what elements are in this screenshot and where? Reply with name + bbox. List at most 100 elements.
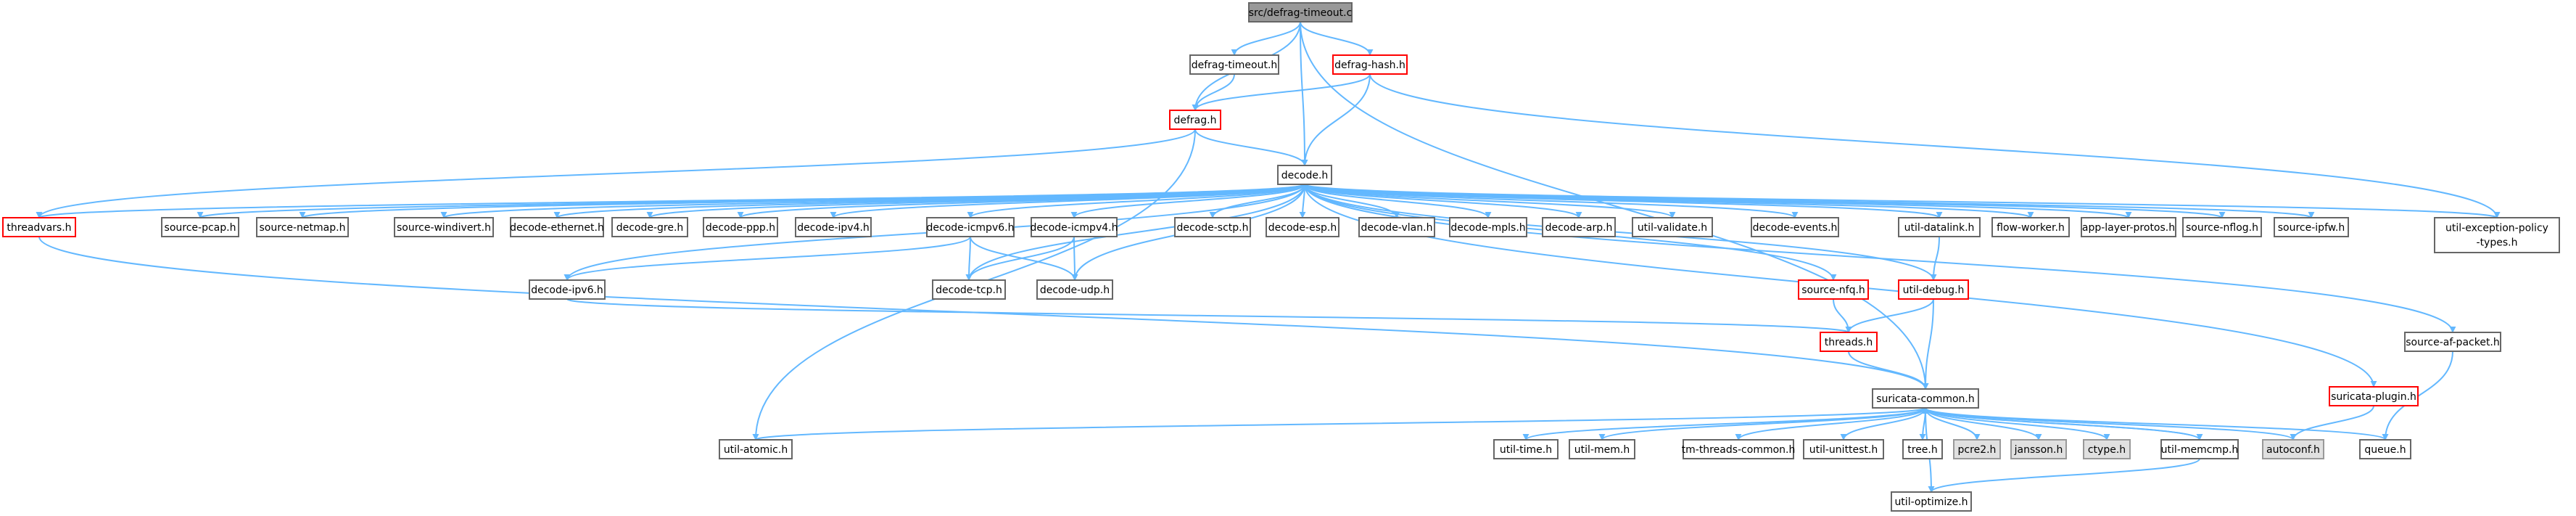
node-source-netmap-h[interactable]: source-netmap.h [256, 217, 349, 237]
node-label-defrag-hash-h: defrag-hash.h [1334, 60, 1405, 71]
node-box-decode-ppp-h [703, 217, 778, 237]
node-threads-h[interactable]: threads.h [1820, 332, 1878, 352]
node-app-layer-protos-h[interactable]: app-layer-protos.h [2081, 217, 2176, 237]
node-decode-tcp-h[interactable]: decode-tcp.h [932, 279, 1006, 300]
node-box-jansson-h [2010, 439, 2067, 459]
node-label-ctype-h: ctype.h [2088, 444, 2126, 456]
node-box-source-ipfw-h [2274, 217, 2349, 237]
node-pcre2-h[interactable]: pcre2.h [1953, 439, 2001, 459]
node-decode-events-h[interactable]: decode-events.h [1751, 217, 1839, 237]
edge-suricata-common-h-to-util-unittest-h [1840, 407, 1926, 441]
node-label-decode-esp-h: decode-esp.h [1268, 222, 1337, 234]
node-defrag-timeout-h[interactable]: defrag-timeout.h [1189, 54, 1279, 75]
node-util-time-h[interactable]: util-time.h [1493, 439, 1559, 459]
edge-decode-icmpv4-h-to-decode-tcp-h [965, 236, 1075, 281]
node-suricata-plugin-h[interactable]: suricata-plugin.h [2329, 386, 2419, 406]
edge-decode-h-to-decode-icmpv4-h [1070, 184, 1305, 218]
node-label-util-exception-policy-types-h: util-exception-policy [2445, 222, 2548, 234]
node-source-af-packet-h[interactable]: source-af-packet.h [2404, 332, 2501, 352]
node-util-unittest-h[interactable]: util-unittest.h [1803, 439, 1884, 459]
node-decode-esp-h[interactable]: decode-esp.h [1266, 217, 1339, 237]
node-util-atomic-h[interactable]: util-atomic.h [719, 439, 793, 459]
node-box-source-nfq-h [1798, 279, 1869, 300]
node-decode-icmpv4-h[interactable]: decode-icmpv4.h [1031, 217, 1118, 237]
node-util-memcmp-h[interactable]: util-memcmp.h [2160, 439, 2239, 459]
edge-decode-h-to-decode-vlan-h [1304, 184, 1400, 218]
node-box-decode-ethernet-h [510, 217, 604, 237]
node-label-decode-sctp-h: decode-sctp.h [1176, 222, 1248, 234]
edge-suricata-common-h-to-ctype-h [1925, 407, 2110, 441]
node-box-util-atomic-h [719, 439, 793, 459]
node-decode-vlan-h[interactable]: decode-vlan.h [1358, 217, 1435, 237]
node-label-tree-h: tree.h [1907, 444, 1938, 456]
node-label-source-nfq-h: source-nfq.h [1801, 284, 1865, 296]
node-box-decode-icmpv4-h [1031, 217, 1118, 237]
node-decode-mpls-h[interactable]: decode-mpls.h [1449, 217, 1527, 237]
node-source-pcap-h[interactable]: source-pcap.h [161, 217, 239, 237]
node-box-util-validate-h [1632, 217, 1713, 237]
node-box-source-windivert-h [394, 217, 494, 237]
node-decode-udp-h[interactable]: decode-udp.h [1036, 279, 1113, 300]
node-box-decode-esp-h [1266, 217, 1339, 237]
node-decode-ppp-h[interactable]: decode-ppp.h [703, 217, 778, 237]
node-ctype-h[interactable]: ctype.h [2083, 439, 2131, 459]
edge-decode-h-to-decode-ipv4-h [830, 184, 1305, 218]
node-util-debug-h[interactable]: util-debug.h [1898, 279, 1969, 300]
node-defrag-hash-h[interactable]: defrag-hash.h [1332, 54, 1408, 75]
node-decode-gre-h[interactable]: decode-gre.h [611, 217, 688, 237]
node-queue-h[interactable]: queue.h [2359, 439, 2411, 459]
node-label-source-netmap-h: source-netmap.h [260, 222, 346, 234]
node-box-source-netmap-h [256, 217, 349, 237]
node-defrag-timeout-c[interactable]: src/defrag-timeout.c [1248, 2, 1353, 22]
node-decode-icmpv6-h[interactable]: decode-icmpv6.h [926, 217, 1015, 237]
node-box-flow-worker-h [1991, 217, 2070, 237]
node-decode-ipv4-h[interactable]: decode-ipv4.h [795, 217, 872, 237]
edge-util-memcmp-h-to-suricata-common-h [1922, 407, 2200, 441]
node-decode-ethernet-h[interactable]: decode-ethernet.h [510, 217, 604, 237]
node-util-mem-h[interactable]: util-mem.h [1569, 439, 1635, 459]
node-decode-ipv6-h[interactable]: decode-ipv6.h [529, 279, 606, 300]
node-label-queue-h: queue.h [2364, 444, 2406, 456]
edge-defrag-hash-h-to-defrag-h [1192, 73, 1371, 111]
edge-defrag-timeout-c-to-decode-h [1300, 21, 1308, 166]
node-label-decode-icmpv4-h: decode-icmpv4.h [1031, 222, 1118, 234]
edge-defrag-hash-h-to-util-exception-policy-types-h [1369, 73, 2501, 218]
node-threadvars-h[interactable]: threadvars.h [2, 217, 76, 237]
node-decode-sctp-h[interactable]: decode-sctp.h [1174, 217, 1251, 237]
edge-decode-h-to-source-af-packet-h [1304, 184, 2456, 333]
node-box-decode-tcp-h [932, 279, 1006, 300]
node-util-validate-h[interactable]: util-validate.h [1632, 217, 1713, 237]
node-box-queue-h [2359, 439, 2411, 459]
node-tree-h[interactable]: tree.h [1902, 439, 1943, 459]
node-source-nfq-h[interactable]: source-nfq.h [1798, 279, 1869, 300]
node-flow-worker-h[interactable]: flow-worker.h [1991, 217, 2070, 237]
edge-defrag-h-to-decode-h [1194, 128, 1308, 166]
edge-util-debug-h-to-suricata-common-h [1922, 298, 1934, 390]
node-box-util-memcmp-h [2160, 439, 2239, 459]
node-box-source-pcap-h [161, 217, 239, 237]
node-util-datalink-h[interactable]: util-datalink.h [1898, 217, 1981, 237]
node-suricata-common-h[interactable]: suricata-common.h [1872, 388, 1979, 409]
edge-suricata-plugin-h-to-autoconf-h [2290, 405, 2374, 441]
node-autoconf-h[interactable]: autoconf.h [2262, 439, 2324, 459]
node-source-nflog-h[interactable]: source-nflog.h [2182, 217, 2262, 237]
node-util-optimize-h[interactable]: util-optimize.h [1891, 491, 1972, 512]
node-label-source-nflog-h: source-nflog.h [2186, 222, 2258, 234]
node-box-util-time-h [1493, 439, 1559, 459]
node-label-source-ipfw-h: source-ipfw.h [2278, 222, 2345, 234]
node-util-exception-policy-types-h[interactable]: util-exception-policy-types.h [2434, 217, 2560, 253]
node-box-util-mem-h [1569, 439, 1635, 459]
node-source-windivert-h[interactable]: source-windivert.h [394, 217, 494, 237]
node-box-decode-arp-h [1542, 217, 1616, 237]
node-box-decode-ipv4-h [795, 217, 872, 237]
node-source-ipfw-h[interactable]: source-ipfw.h [2274, 217, 2349, 237]
node-label-decode-ethernet-h: decode-ethernet.h [510, 222, 604, 234]
node-tm-threads-common-h[interactable]: tm-threads-common.h [1682, 439, 1796, 459]
node-label-decode-udp-h: decode-udp.h [1040, 284, 1110, 296]
node-jansson-h[interactable]: jansson.h [2010, 439, 2067, 459]
node-label-tm-threads-common-h: tm-threads-common.h [1682, 444, 1796, 456]
node-defrag-h[interactable]: defrag.h [1169, 110, 1221, 130]
node-decode-h[interactable]: decode.h [1277, 165, 1332, 185]
node-decode-arp-h[interactable]: decode-arp.h [1542, 217, 1616, 237]
